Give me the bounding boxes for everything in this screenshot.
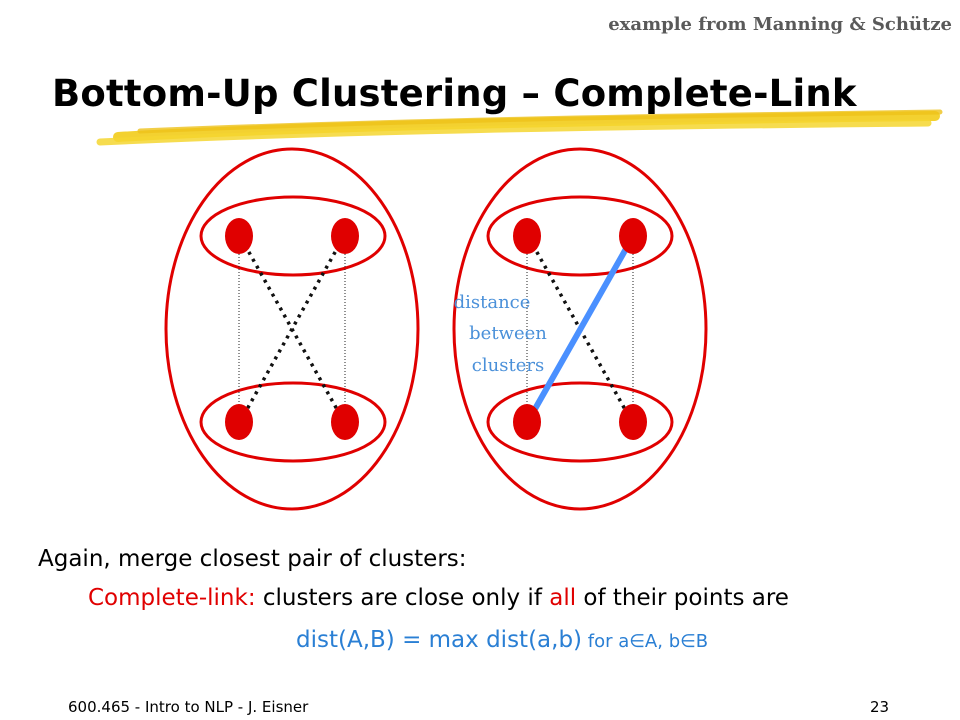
right-outer-cluster bbox=[452, 147, 708, 511]
annotation-line-2: between bbox=[469, 323, 547, 344]
point bbox=[225, 218, 253, 254]
emphasis-all: all bbox=[549, 585, 577, 611]
left-top-cluster bbox=[199, 195, 387, 277]
page-number: 23 bbox=[870, 698, 890, 716]
right-bottom-cluster bbox=[486, 381, 674, 463]
annotation-line-3: clusters bbox=[472, 355, 544, 376]
max-distance-link bbox=[528, 237, 634, 419]
point bbox=[331, 404, 359, 440]
title-highlight bbox=[96, 109, 943, 146]
body-line-2: Complete-link: clusters are close only i… bbox=[88, 585, 789, 611]
annotation-line-1: distance bbox=[454, 292, 531, 313]
left-bottom-cluster bbox=[199, 381, 387, 463]
complete-link-label: Complete-link: bbox=[88, 585, 256, 611]
point bbox=[331, 218, 359, 254]
right-cluster bbox=[452, 147, 708, 511]
formula-condition: for a∈A, b∈B bbox=[582, 631, 709, 652]
point bbox=[513, 218, 541, 254]
point bbox=[513, 404, 541, 440]
line2-text-pre: clusters are close only if bbox=[255, 585, 550, 611]
footer-course: 600.465 - Intro to NLP - J. Eisner bbox=[68, 698, 309, 716]
point bbox=[619, 218, 647, 254]
left-cluster bbox=[164, 147, 420, 511]
formula: dist(A,B) = max dist(a,b) bbox=[296, 627, 583, 653]
source-credit: example from Manning & Schütze bbox=[608, 14, 952, 35]
point bbox=[225, 404, 253, 440]
left-diagonal-link-2 bbox=[239, 237, 345, 421]
formula-line: dist(A,B) = max dist(a,b) for a∈A, b∈B bbox=[296, 627, 708, 653]
point bbox=[619, 404, 647, 440]
line2-text-post: of their points are bbox=[576, 585, 789, 611]
right-top-cluster bbox=[486, 195, 674, 277]
body-line-1: Again, merge closest pair of clusters: bbox=[38, 546, 467, 572]
page-title: Bottom-Up Clustering – Complete-Link bbox=[52, 72, 857, 115]
left-outer-cluster bbox=[164, 147, 420, 511]
